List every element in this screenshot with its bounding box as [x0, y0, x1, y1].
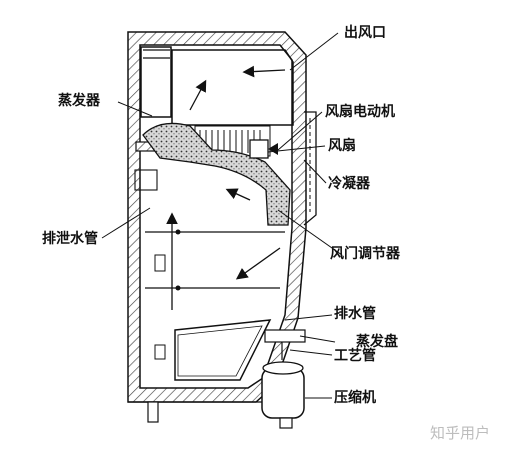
- fan-icon: [268, 143, 278, 155]
- door-shelf-3: [154, 344, 166, 360]
- label-condenser: 冷凝器: [328, 175, 371, 192]
- label-evaporation-tray: 蒸发盘: [356, 333, 398, 350]
- leader-lines: [101, 32, 343, 399]
- door-shelf-2: [154, 254, 166, 272]
- crisper-inner: [177, 325, 263, 377]
- label-damper-regulator: 风门调节器: [330, 245, 401, 262]
- watermark: 知乎用户: [430, 424, 490, 442]
- crisper-drawer: [174, 319, 272, 381]
- label-fan-motor: 风扇电动机: [325, 103, 395, 120]
- compressor-top: [262, 361, 304, 375]
- label-fan: 风扇: [328, 137, 356, 154]
- label-air-outlet: 出风口: [344, 24, 386, 41]
- compressor-body: [261, 367, 305, 419]
- evaporator-coil: [143, 49, 170, 59]
- shelf-pin: [175, 229, 181, 235]
- foot-right: [279, 417, 293, 429]
- evaporator-duct: [142, 122, 291, 226]
- door-shelf-1: [134, 169, 158, 191]
- label-drain-pipe-left: 排泄水管: [42, 230, 98, 247]
- shelf-pin: [175, 285, 181, 291]
- label-evaporator: 蒸发器: [58, 92, 101, 109]
- evaporation-tray-shape: [264, 329, 306, 343]
- freezer-chamber: [171, 49, 294, 126]
- airflow-arrow: [225, 188, 251, 201]
- airflow-arrow: [235, 247, 281, 280]
- label-compressor: 压缩机: [334, 389, 376, 406]
- evaporator-block: [140, 46, 172, 118]
- fan-motor-body: [249, 139, 269, 159]
- condenser-coil: [303, 111, 317, 226]
- foot-left: [147, 401, 159, 423]
- airflow-arrow: [189, 79, 207, 111]
- label-drain-pipe: 排水管: [334, 305, 376, 322]
- label-process-pipe: 工艺管: [334, 347, 376, 364]
- airflow-arrow: [242, 65, 286, 78]
